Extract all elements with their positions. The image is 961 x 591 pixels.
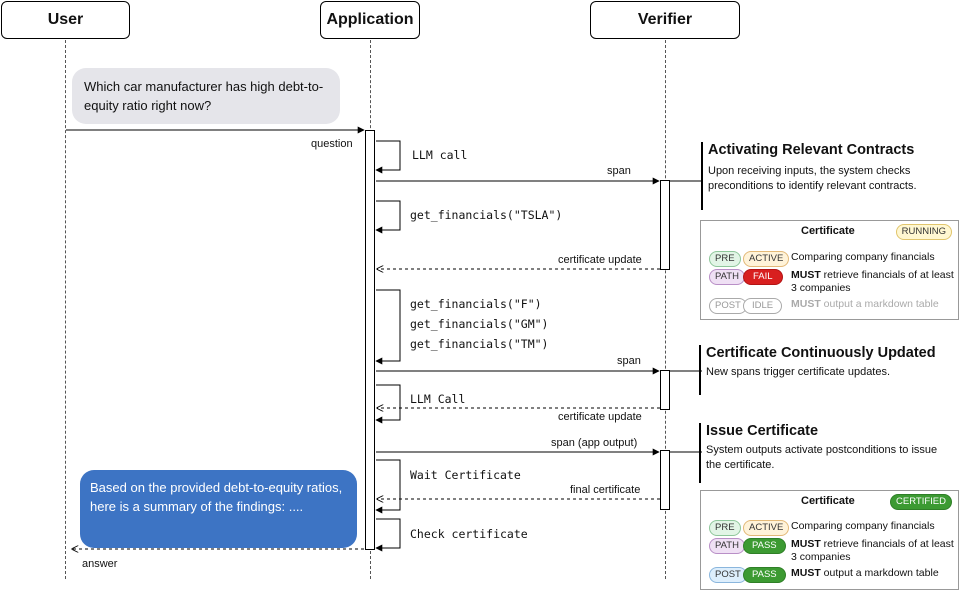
post-tag: POST — [709, 567, 747, 583]
pass-badge: PASS — [743, 567, 786, 583]
check-cert-loop — [375, 518, 401, 552]
must-keyword: MUST — [791, 298, 821, 310]
cert-update-label-1: certificate update — [558, 254, 642, 266]
get-tm-label: get_financials("TM") — [410, 337, 549, 351]
llm-call-loop — [375, 140, 401, 174]
get-gm-label: get_financials("GM") — [410, 317, 549, 331]
note-issue-certificate: Issue Certificate System outputs activat… — [699, 423, 946, 483]
row-text: MUST output a markdown table — [791, 567, 955, 580]
active-badge: ACTIVE — [743, 520, 790, 536]
status-badge-running: RUNNING — [895, 224, 952, 240]
actor-application: Application — [320, 1, 420, 39]
note-description: System outputs activate postconditions t… — [706, 444, 938, 471]
cert-update-label-2: certificate update — [558, 411, 642, 423]
check-cert-label: Check certificate — [410, 527, 528, 541]
certificate-title: Certificate — [801, 495, 855, 507]
certificate-title: Certificate — [801, 225, 855, 237]
fail-badge: FAIL — [743, 269, 783, 285]
question-bubble: Which car manufacturer has high debt-to-… — [72, 68, 340, 124]
row-text-rest: output a markdown table — [820, 567, 939, 579]
answer-label: answer — [82, 558, 118, 570]
note-title: Issue Certificate — [706, 423, 819, 439]
row-text: MUST output a markdown table — [791, 298, 955, 311]
note-title: Activating Relevant Contracts — [708, 142, 915, 158]
final-cert-label: final certificate — [570, 484, 641, 496]
row-text-rest: output a markdown table — [820, 298, 939, 310]
cert-row-pre: PRE ACTIVE Comparing company financials — [701, 518, 958, 536]
active-badge: ACTIVE — [743, 251, 790, 267]
note-continuous-update: Certificate Continuously Updated New spa… — [699, 345, 961, 395]
llm-call-2-label: LLM Call — [410, 392, 466, 406]
post-tag: POST — [709, 298, 747, 314]
cert-row-post: POST IDLE MUST output a markdown table — [701, 296, 958, 314]
verifier-activation-3 — [660, 450, 670, 510]
cert-row-pre: PRE ACTIVE Comparing company financials — [701, 249, 958, 267]
verifier-activation-1 — [660, 180, 670, 270]
note-description: New spans trigger certificate updates. — [706, 366, 891, 378]
must-keyword: MUST — [791, 567, 821, 579]
row-text: MUST retrieve financials of at least 3 c… — [791, 538, 955, 564]
must-keyword: MUST — [791, 538, 821, 550]
certificate-certified: Certificate CERTIFIED PRE ACTIVE Compari… — [700, 490, 959, 590]
certificate-running: Certificate RUNNING PRE ACTIVE Comparing… — [700, 220, 959, 320]
application-activation — [365, 130, 375, 550]
wait-cert-label: Wait Certificate — [410, 468, 521, 482]
actor-user: User — [1, 1, 130, 39]
note-description: Upon receiving inputs, the system checks… — [708, 165, 917, 192]
path-tag: PATH — [709, 538, 745, 554]
status-badge-certified: CERTIFIED — [890, 494, 952, 510]
llm-call-label: LLM call — [412, 148, 468, 162]
must-keyword: MUST — [791, 269, 821, 281]
answer-bubble: Based on the provided debt-to-equity rat… — [80, 470, 357, 548]
cert-row-path: PATH PASS MUST retrieve financials of at… — [701, 536, 958, 565]
row-text: Comparing company financials — [791, 251, 935, 263]
verifier-activation-2 — [660, 370, 670, 410]
verifier-lifeline — [665, 40, 666, 579]
span-label-2: span — [617, 355, 641, 367]
span-app-output-label: span (app output) — [551, 437, 638, 449]
path-tag: PATH — [709, 269, 745, 285]
get-tsla-loop — [375, 200, 401, 234]
cert-row-path: PATH FAIL MUST retrieve financials of at… — [701, 267, 958, 296]
pass-badge: PASS — [743, 538, 786, 554]
pre-tag: PRE — [709, 251, 741, 267]
span-label-1: span — [607, 165, 631, 177]
pre-tag: PRE — [709, 520, 741, 536]
question-label: question — [311, 138, 353, 150]
llm-call-2-loop — [375, 384, 401, 424]
wait-cert-loop — [375, 459, 401, 514]
get-multi-loop — [375, 289, 401, 365]
row-text-rest: retrieve financials of at least 3 compan… — [791, 269, 954, 294]
actor-verifier: Verifier — [590, 1, 740, 39]
get-tsla-label: get_financials("TSLA") — [410, 208, 563, 222]
note-title: Certificate Continuously Updated — [706, 345, 936, 361]
cert-row-post: POST PASS MUST output a markdown table — [701, 565, 958, 583]
row-text-rest: retrieve financials of at least 3 compan… — [791, 538, 954, 563]
row-text: MUST retrieve financials of at least 3 c… — [791, 269, 955, 295]
row-text: Comparing company financials — [791, 520, 935, 532]
note-activating-contracts: Activating Relevant Contracts Upon recei… — [701, 142, 960, 210]
user-lifeline — [65, 40, 66, 579]
get-f-label: get_financials("F") — [410, 297, 542, 311]
idle-badge: IDLE — [743, 298, 783, 314]
